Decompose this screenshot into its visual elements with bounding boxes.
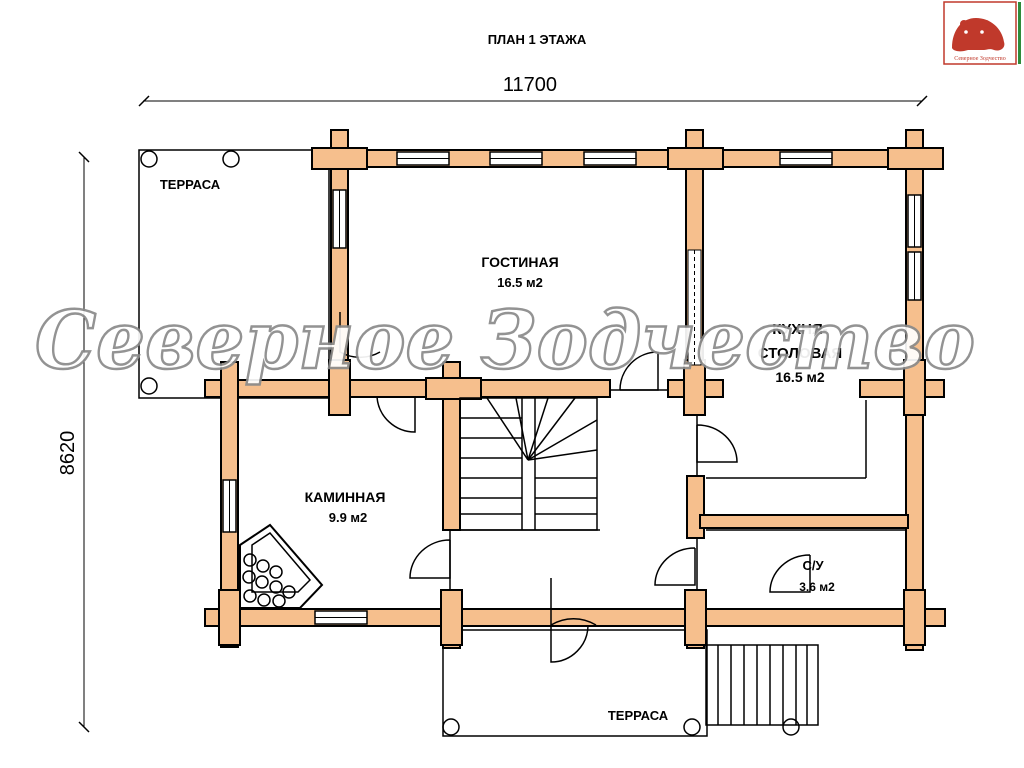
terrace-top-label: ТЕРРАСА [160, 177, 221, 192]
bathroom-area: 3.6 м2 [799, 580, 835, 594]
firewood-icon [242, 553, 296, 608]
living-room-area: 16.5 м2 [497, 275, 543, 290]
plan-title: ПЛАН 1 ЭТАЖА [488, 32, 587, 47]
doors [339, 312, 811, 663]
dimension-height: 8620 [57, 151, 90, 733]
company-logo: Северное Зодчество [943, 1, 1021, 65]
fireplace [239, 523, 324, 609]
fireplace-room-area: 9.9 м2 [329, 510, 368, 525]
kitchen-area: 16.5 м2 [775, 369, 824, 385]
log-walls [204, 129, 946, 651]
kitchen-label-line1: КУХНЯ- [772, 321, 827, 338]
windows [222, 151, 922, 625]
fireplace-room-label: КАМИННАЯ [305, 489, 386, 505]
kitchen-label-line2: СТОЛОВАЯ [758, 345, 842, 362]
staircase [459, 397, 598, 531]
bathroom-label: С/У [802, 558, 824, 573]
dimension-height-label: 8620 [57, 431, 79, 476]
watermark: Северное Зодчество [35, 293, 975, 387]
bear-icon [952, 18, 1005, 52]
porch-steps [705, 644, 819, 726]
terrace-bottom-outline [442, 629, 800, 737]
logo-caption: Северное Зодчество [954, 56, 1005, 62]
terrace-bottom-label: ТЕРРАСА [608, 708, 669, 723]
living-room-label: ГОСТИНАЯ [481, 254, 558, 270]
dimension-width-label: 11700 [503, 74, 557, 96]
dimension-width: 11700 [138, 74, 928, 107]
